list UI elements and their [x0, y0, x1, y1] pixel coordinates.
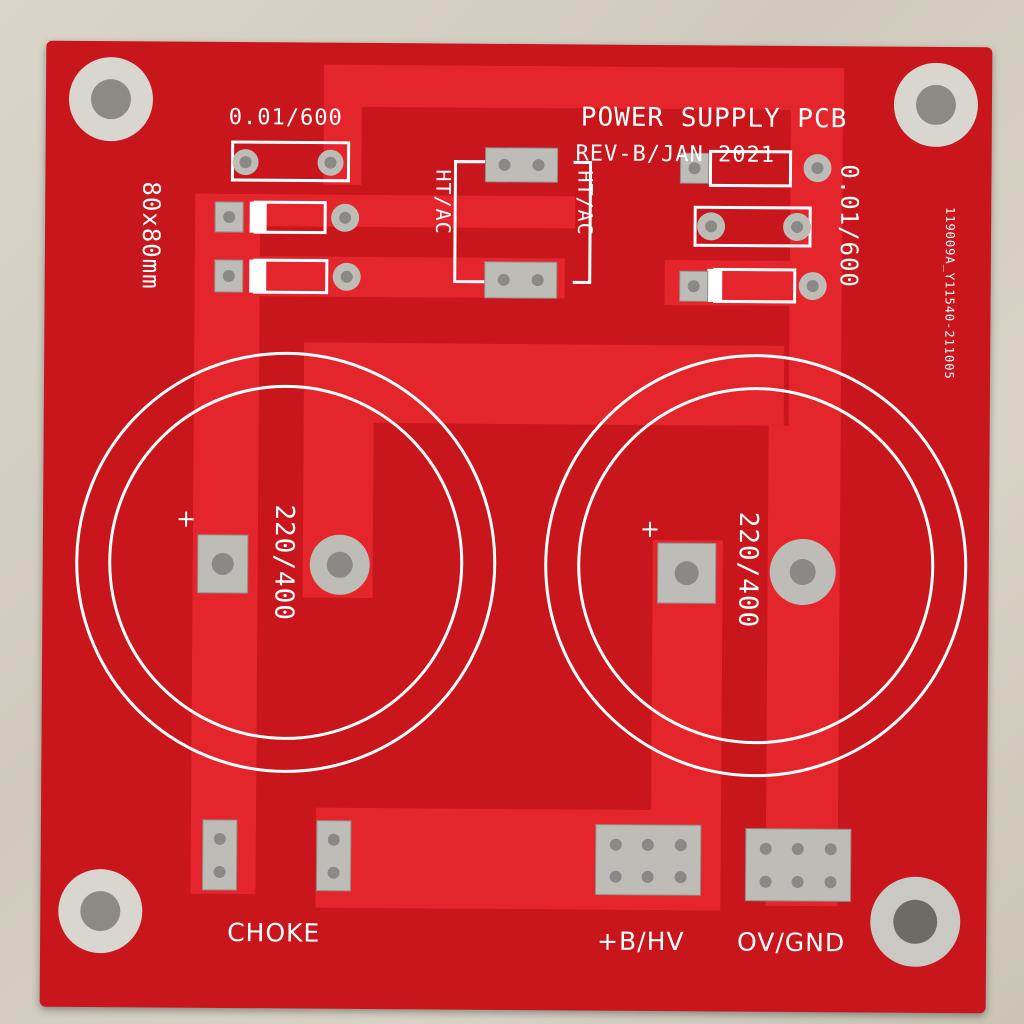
mounting-hole-bl — [58, 869, 143, 954]
pcb-artwork — [58, 57, 978, 967]
trace-mid-horizontal — [303, 342, 785, 426]
component-band-2 — [249, 259, 267, 293]
mounting-hole-tr — [893, 62, 978, 147]
gnd-terminal-pad — [744, 828, 852, 902]
component-band-4 — [707, 268, 723, 302]
cap-outline-inner-left — [108, 384, 464, 740]
plus-marker-right: + — [639, 514, 661, 544]
trace-top — [323, 64, 845, 111]
component-body-3 — [708, 149, 793, 188]
bridge-pad-top — [484, 147, 559, 183]
pcb-board: POWER SUPPLY PCB REV-B/JAN 2021 0.01/600… — [39, 40, 993, 1014]
silkscreen-outlines — [75, 140, 968, 778]
silk-bodies — [249, 149, 797, 304]
mounting-hole-tl — [68, 57, 153, 142]
choke-label: CHOKE — [227, 917, 321, 948]
bridge-pad-bottom — [484, 261, 558, 299]
trace-cap-negative-left — [302, 342, 375, 598]
cap-outline-outer-left — [75, 351, 497, 773]
component-band-1 — [249, 201, 267, 233]
round-pads — [232, 149, 836, 606]
board-size-label: 80x80mm — [136, 181, 166, 290]
electrolytic-label-left: 220/400 — [268, 504, 300, 622]
b-hv-label: +B/HV — [597, 926, 685, 957]
pads — [197, 147, 852, 902]
ht-ac-label-right: HT/AC — [573, 170, 598, 236]
cap-outline-top-left — [230, 140, 351, 183]
ov-gnd-label: OV/GND — [737, 927, 846, 958]
mounting-holes — [58, 57, 978, 967]
plus-marker-left: + — [175, 504, 197, 533]
cap-label-left: 0.01/600 — [228, 104, 343, 131]
copper-traces — [190, 64, 845, 911]
board-revision: REV-B/JAN 2021 — [575, 141, 776, 168]
choke-pad-a — [201, 819, 238, 891]
ht-ac-label-left: HT/AC — [431, 169, 456, 235]
hv-terminal-pad — [594, 824, 702, 896]
choke-pad-b — [315, 820, 352, 892]
trace-cap-row-2 — [194, 255, 565, 299]
board-id-label: 119009A_Y11540-211005 — [942, 206, 958, 380]
bridge-outline — [453, 160, 593, 285]
cap-label-right: 0.01/600 — [834, 164, 864, 289]
mounting-hole-br — [870, 876, 961, 967]
electrolytic-label-right: 220/400 — [732, 511, 764, 629]
board-title: POWER SUPPLY PCB — [580, 102, 848, 135]
cap-outline-inner-right — [577, 387, 935, 745]
pad-holes — [211, 158, 837, 889]
cap-outline-outer-right — [544, 354, 968, 778]
